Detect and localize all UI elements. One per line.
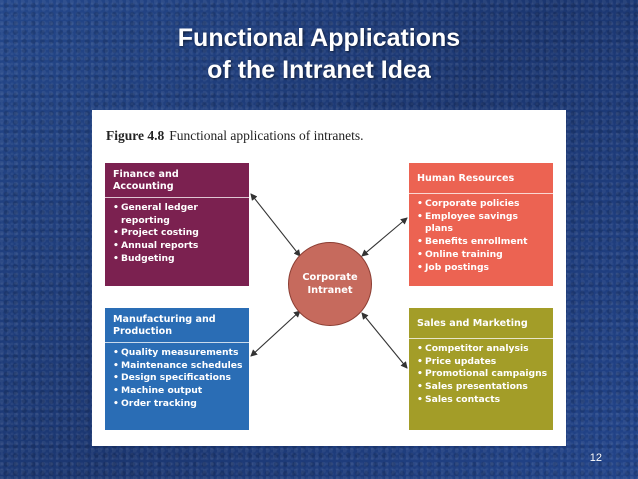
list-item: Benefits enrollment — [417, 236, 547, 249]
list-item: Sales contacts — [417, 394, 547, 407]
list-item: Competitor analysis — [417, 343, 547, 356]
list-item: Promotional campaigns — [417, 368, 547, 381]
list-item: Online training — [417, 249, 547, 262]
manufacturing-production-title: Manufacturing and Production — [105, 308, 249, 343]
list-item: Sales presentations — [417, 381, 547, 394]
human-resources-title: Human Resources — [409, 163, 553, 194]
list-item: Budgeting — [113, 253, 243, 266]
arrow-hub-mfg — [250, 310, 301, 357]
manufacturing-production-box: Manufacturing and Production Quality mea… — [105, 308, 249, 430]
connector-arrows — [250, 193, 408, 369]
hub-label-line-2: Intranet — [307, 285, 353, 296]
arrow-hub-hr — [361, 217, 408, 257]
list-item: Order tracking — [113, 398, 243, 411]
arrow-hub-sales — [361, 312, 408, 369]
corporate-intranet-hub: Corporate Intranet — [288, 242, 372, 326]
human-resources-list: Corporate policies Employee savings plan… — [409, 194, 553, 274]
list-item: Job postings — [417, 262, 547, 275]
figure-caption: Figure 4.8 Functional applications of int… — [106, 128, 363, 144]
manufacturing-production-list: Quality measurements Maintenance schedul… — [105, 343, 249, 411]
figure-panel: Figure 4.8 Functional applications of int… — [92, 110, 566, 446]
list-item: Project costing — [113, 227, 243, 240]
finance-accounting-list: General ledger reporting Project costing… — [105, 198, 249, 266]
list-item: Price updates — [417, 356, 547, 369]
slide-title-line-1: Functional Applications — [177, 24, 461, 52]
human-resources-box: Human Resources Corporate policies Emplo… — [409, 163, 553, 286]
sales-marketing-list: Competitor analysis Price updates Promot… — [409, 339, 553, 407]
list-item: Machine output — [113, 385, 243, 398]
list-item: Quality measurements — [113, 347, 243, 360]
sales-marketing-title: Sales and Marketing — [409, 308, 553, 339]
slide-title-line-2: of the Intranet Idea — [207, 56, 431, 84]
arrow-hub-finance — [250, 193, 301, 257]
list-item: Design specifications — [113, 372, 243, 385]
finance-accounting-title: Finance and Accounting — [105, 163, 249, 198]
list-item: General ledger reporting — [113, 202, 231, 227]
list-item: Maintenance schedules — [113, 360, 243, 373]
figure-caption-text: Functional applications of intranets. — [169, 128, 364, 143]
list-item: Corporate policies — [417, 198, 547, 211]
finance-accounting-box: Finance and Accounting General ledger re… — [105, 163, 249, 286]
slide-title: Functional Applications of the Intranet … — [0, 22, 638, 86]
list-item: Employee savings plans — [417, 211, 543, 236]
page-number: 12 — [589, 452, 602, 464]
hub-label-line-1: Corporate — [302, 272, 358, 283]
list-item: Annual reports — [113, 240, 243, 253]
sales-marketing-box: Sales and Marketing Competitor analysis … — [409, 308, 553, 430]
figure-label: Figure 4.8 — [106, 128, 165, 143]
